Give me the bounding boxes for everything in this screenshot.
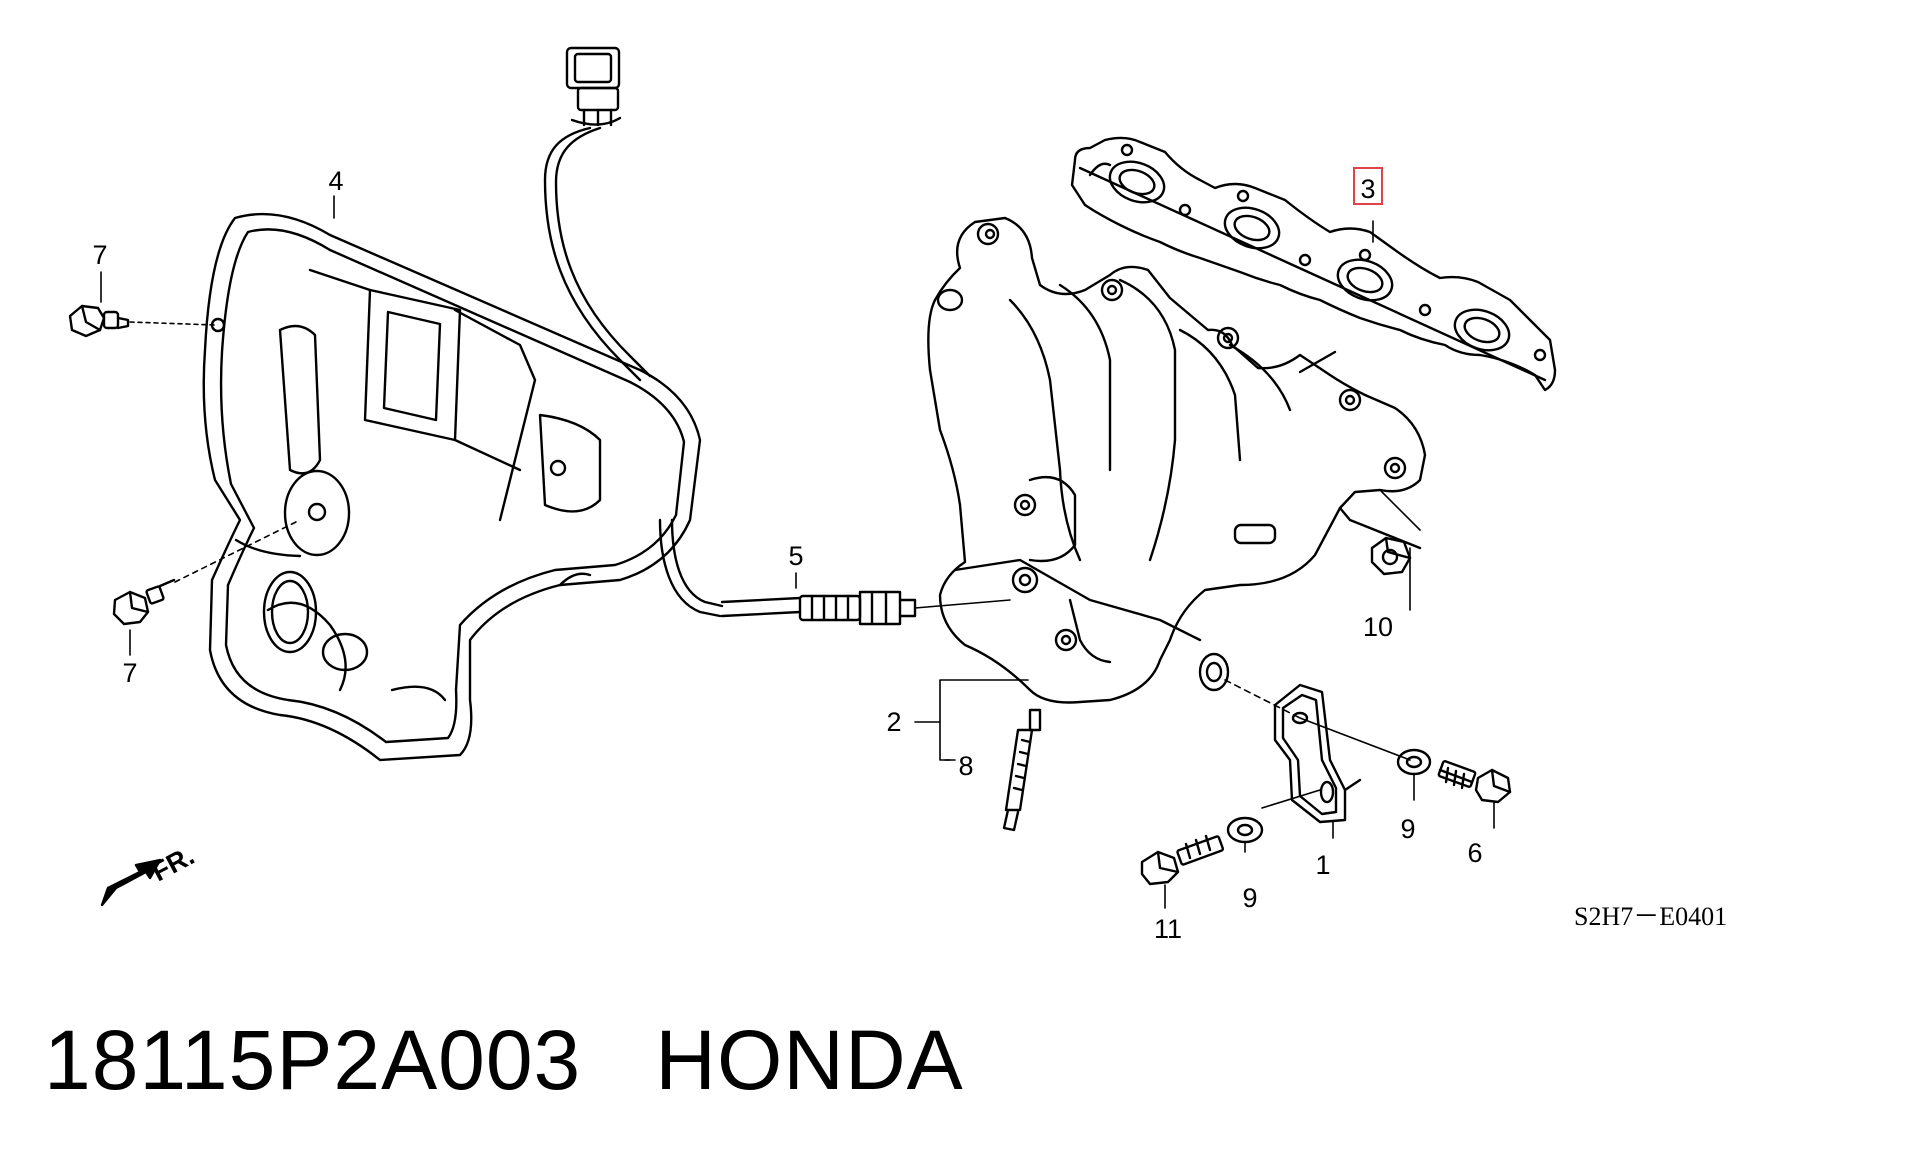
leader-lines: [100, 195, 1495, 909]
fastener-bolt-6: [1437, 760, 1512, 804]
fastener-washer-9b: [1226, 816, 1264, 844]
callout-6: 6: [1467, 838, 1482, 868]
fastener-stud-8: [1002, 708, 1042, 832]
callout-4: 4: [328, 166, 343, 196]
fastener-bolt-7a: [68, 304, 130, 338]
fastener-washer-9a: [1396, 748, 1432, 776]
front-arrow-label: FR.: [147, 840, 199, 887]
callout-1: 1: [1315, 850, 1330, 880]
highlight-box: [1353, 167, 1383, 205]
manifold-bracket: [1273, 683, 1362, 824]
heat-shield: [202, 212, 702, 762]
callout-3: 3: [1360, 174, 1375, 204]
manifold-gasket: [1070, 136, 1557, 392]
callout-10: 10: [1363, 612, 1393, 642]
callout-5: 5: [788, 541, 803, 571]
callout-11: 11: [1154, 914, 1182, 944]
brand-name: HONDA: [655, 1013, 964, 1107]
callout-9-right: 9: [1400, 814, 1415, 844]
drawing-code: S2H7－E0401: [1574, 902, 1727, 931]
front-arrow-icon: [100, 858, 162, 907]
callout-2: 2: [886, 707, 901, 737]
part-number: 18115P2A003: [44, 1013, 582, 1107]
callout-7-bottom: 7: [122, 658, 137, 688]
callout-9-left: 9: [1242, 883, 1257, 913]
exhaust-manifold: [927, 216, 1427, 704]
fastener-nut-10: [1370, 536, 1412, 576]
oxygen-sensor-harness: [543, 46, 917, 626]
callout-7-top: 7: [92, 240, 107, 270]
fastener-bolt-7b: [112, 578, 176, 626]
fastener-bolt-11: [1140, 834, 1225, 886]
callout-8: 8: [958, 751, 973, 781]
